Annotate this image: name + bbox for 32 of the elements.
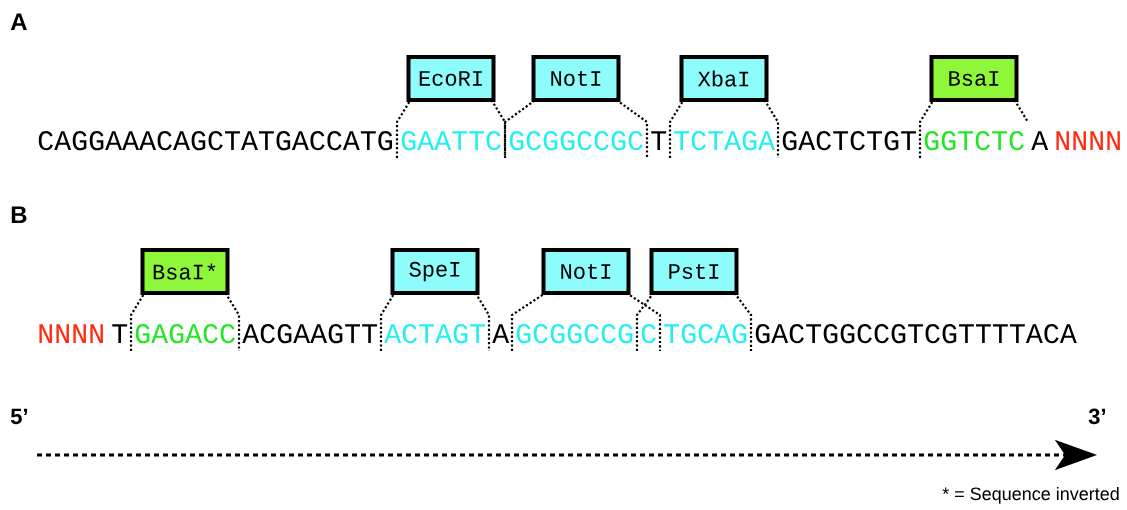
sequence-text: GAATTC [401, 131, 501, 151]
enzyme-box: PstI [649, 248, 739, 295]
end-label: 3’ [1088, 408, 1106, 425]
sequence-text: CAGGAAACAGCTATGACCATG [38, 131, 393, 151]
enzyme-box: BsaI [929, 55, 1019, 102]
sequence-text: TCTAGA [674, 131, 776, 151]
enzyme-box: NotI [541, 248, 631, 295]
sequence-text: GCGGCCGC [509, 131, 643, 151]
sequence-text: GAGACC [135, 324, 235, 344]
enzyme-box: NotI [531, 55, 621, 102]
sequence-text: A [1031, 131, 1049, 150]
enzyme-box: BsaI* [140, 248, 230, 295]
enzyme-box: EcoRI [406, 55, 496, 102]
footnote: * = Sequence inverted [942, 486, 1119, 504]
sequence-text: ACTAGT [384, 324, 486, 344]
sequence-text: TGCAG [664, 324, 747, 344]
sequence-text: GACTCTGT [782, 131, 916, 151]
panel-letter: B [11, 206, 27, 223]
sequence-text: ACGAAGTT [242, 324, 377, 344]
sequence-text: GACTGGCCGTCGTTTTACA [755, 324, 1077, 344]
enzyme-box: XbaI [679, 55, 769, 102]
sequence-text: GCGGCCG [516, 324, 633, 344]
sequence-text: T [651, 131, 667, 150]
sequence-text: T [112, 324, 128, 343]
sequence-text: A [492, 324, 510, 343]
enzyme-box: SpeI [390, 248, 480, 295]
sequence-text: C [641, 324, 656, 344]
sequence-text: NNNN [39, 324, 103, 343]
sequence-text: GGTCTC [924, 131, 1024, 151]
panel-letter: A [10, 13, 27, 30]
sequence-text: NNNN [1056, 131, 1120, 150]
end-label: 5’ [10, 408, 28, 425]
